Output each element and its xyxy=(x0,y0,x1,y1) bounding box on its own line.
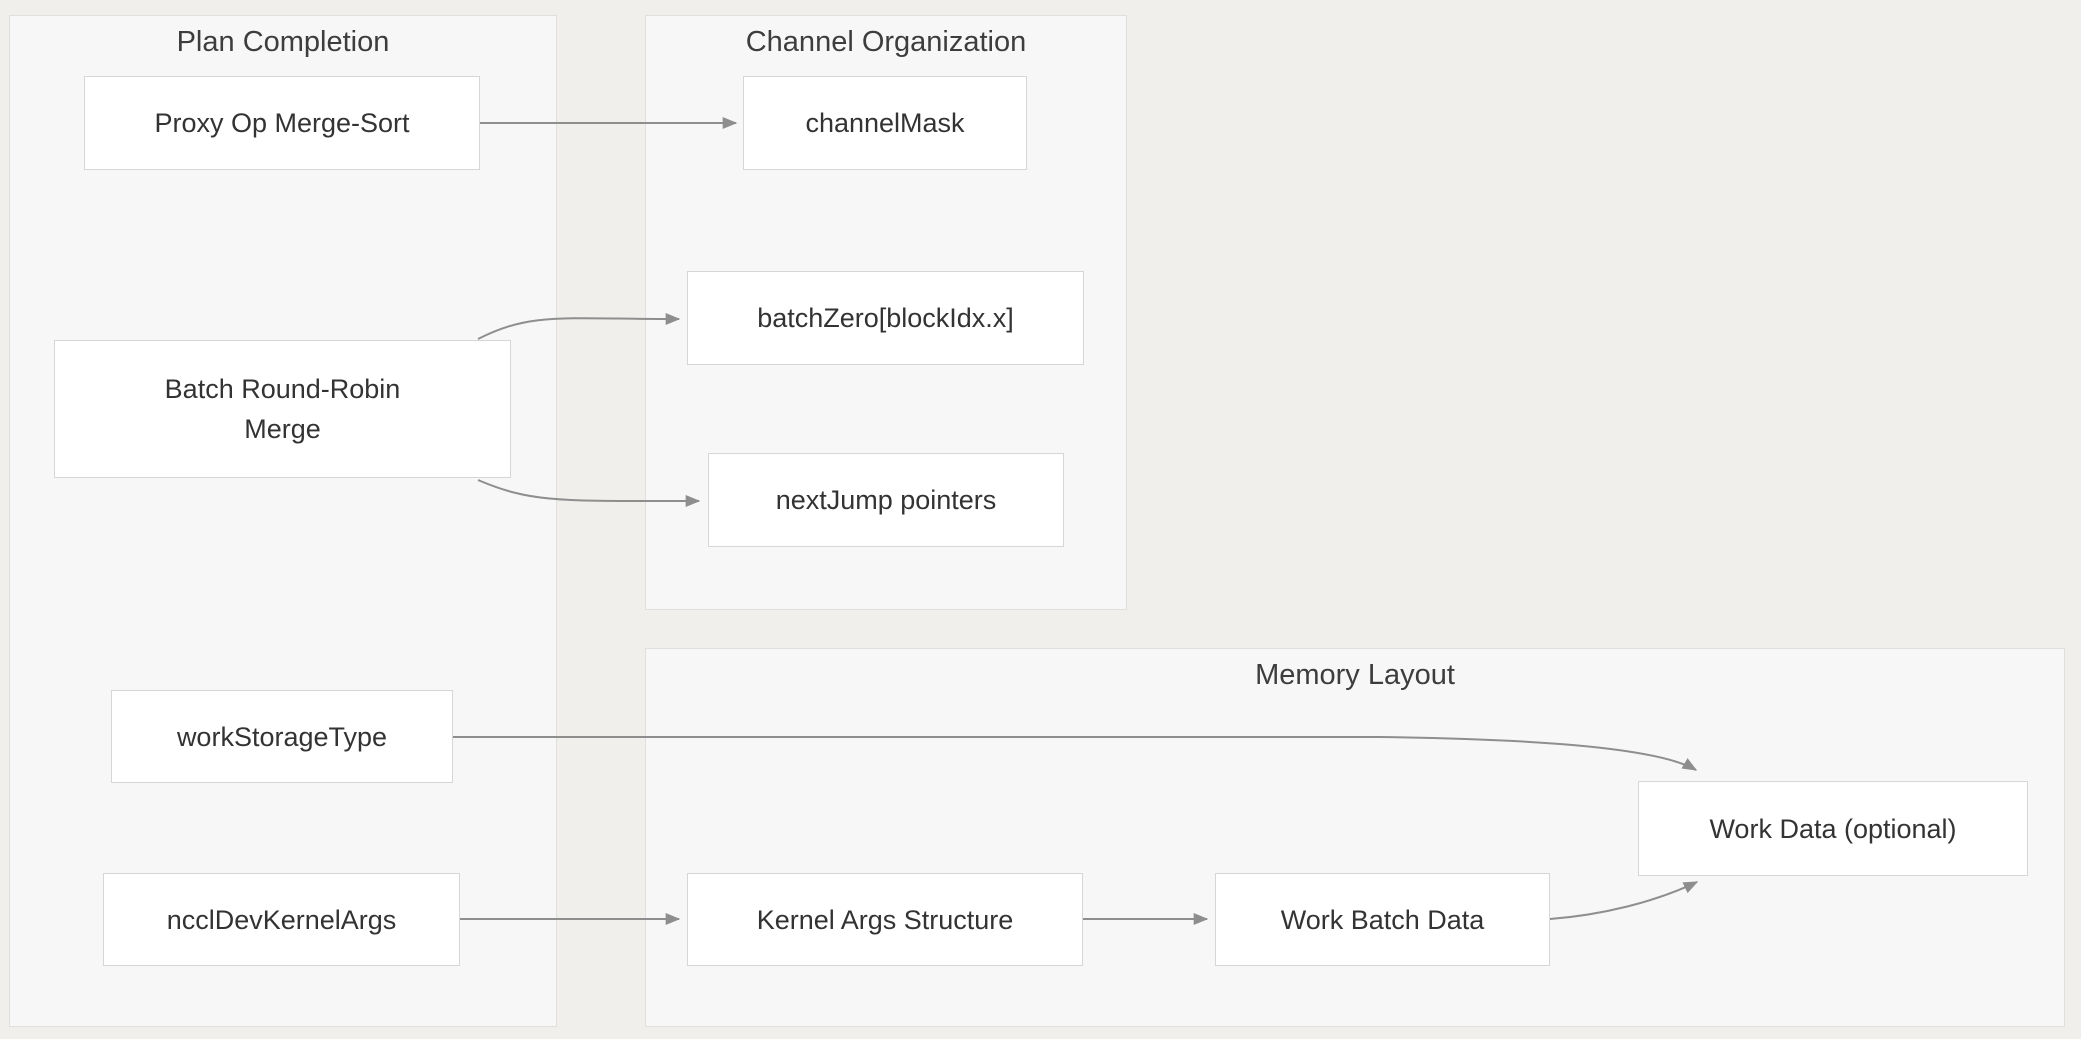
node-batch-round-robin-merge: Batch Round-Robin Merge xyxy=(54,340,511,478)
node-nccl-dev-kernel-args: ncclDevKernelArgs xyxy=(103,873,460,966)
node-proxy-op-merge-sort: Proxy Op Merge-Sort xyxy=(84,76,480,170)
node-work-storage-type: workStorageType xyxy=(111,690,453,783)
group-title-memory-layout: Memory Layout xyxy=(1255,659,1455,691)
node-next-jump-pointers: nextJump pointers xyxy=(708,453,1064,547)
group-title-plan-completion: Plan Completion xyxy=(176,26,390,58)
group-plan-completion: Plan Completion xyxy=(9,15,557,1027)
node-work-data-optional: Work Data (optional) xyxy=(1638,781,2028,876)
node-kernel-args-structure: Kernel Args Structure xyxy=(687,873,1083,966)
node-channel-mask: channelMask xyxy=(743,76,1027,170)
node-work-batch-data: Work Batch Data xyxy=(1215,873,1550,966)
group-title-channel-organization: Channel Organization xyxy=(745,26,1027,58)
node-batch-zero: batchZero[blockIdx.x] xyxy=(687,271,1084,365)
